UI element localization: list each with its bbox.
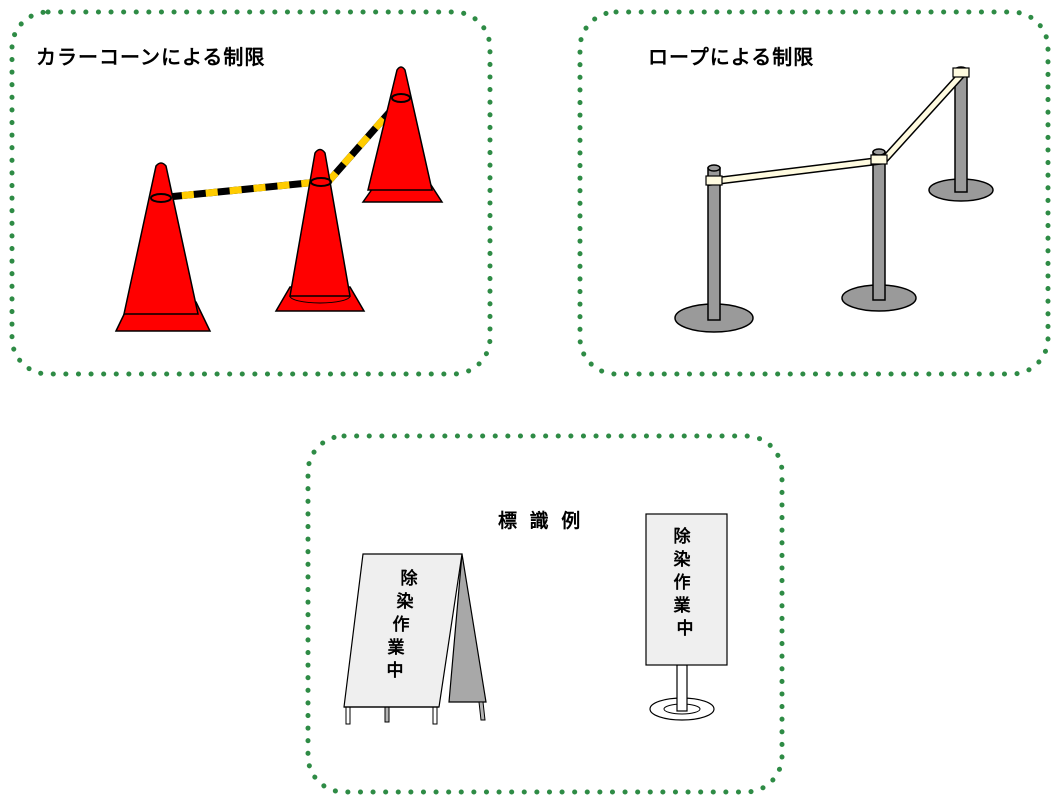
cone-panel: カラーコーンによる制限 <box>0 0 500 385</box>
traffic-cones-illustration <box>114 66 444 332</box>
rope-stanchions-illustration <box>674 66 994 333</box>
stanchion-back <box>928 66 994 202</box>
rope-panel: ロープによる制限 <box>568 0 1054 385</box>
stand-sign: 除 染 作 業 中 <box>645 513 728 721</box>
rope-panel-frame <box>577 9 1051 377</box>
signs-illustration: 除 染 作 業 中 除 染 作 業 中 <box>343 513 728 725</box>
traffic-cone-left <box>114 162 212 332</box>
rope <box>705 67 970 186</box>
cone-panel-frame <box>9 9 493 377</box>
traffic-cone-middle <box>274 148 366 312</box>
stand-sign-text: 除 染 作 業 中 <box>674 526 697 639</box>
a-frame-sign-text: 除 染 作 業 中 <box>387 568 424 681</box>
signs-panel: 標 識 例 除 染 作 業 中 除 <box>296 424 796 798</box>
signs-panel-title: 標 識 例 <box>498 510 584 532</box>
stanchion-middle <box>841 148 917 312</box>
cone-panel-title: カラーコーンによる制限 <box>36 45 266 69</box>
stanchion-left <box>674 164 754 333</box>
signs-panel-frame <box>305 433 785 795</box>
rope-panel-title: ロープによる制限 <box>648 45 815 69</box>
traffic-cone-back <box>361 66 444 203</box>
a-frame-sign: 除 染 作 業 中 <box>343 553 487 725</box>
striped-bar-left <box>157 178 319 202</box>
